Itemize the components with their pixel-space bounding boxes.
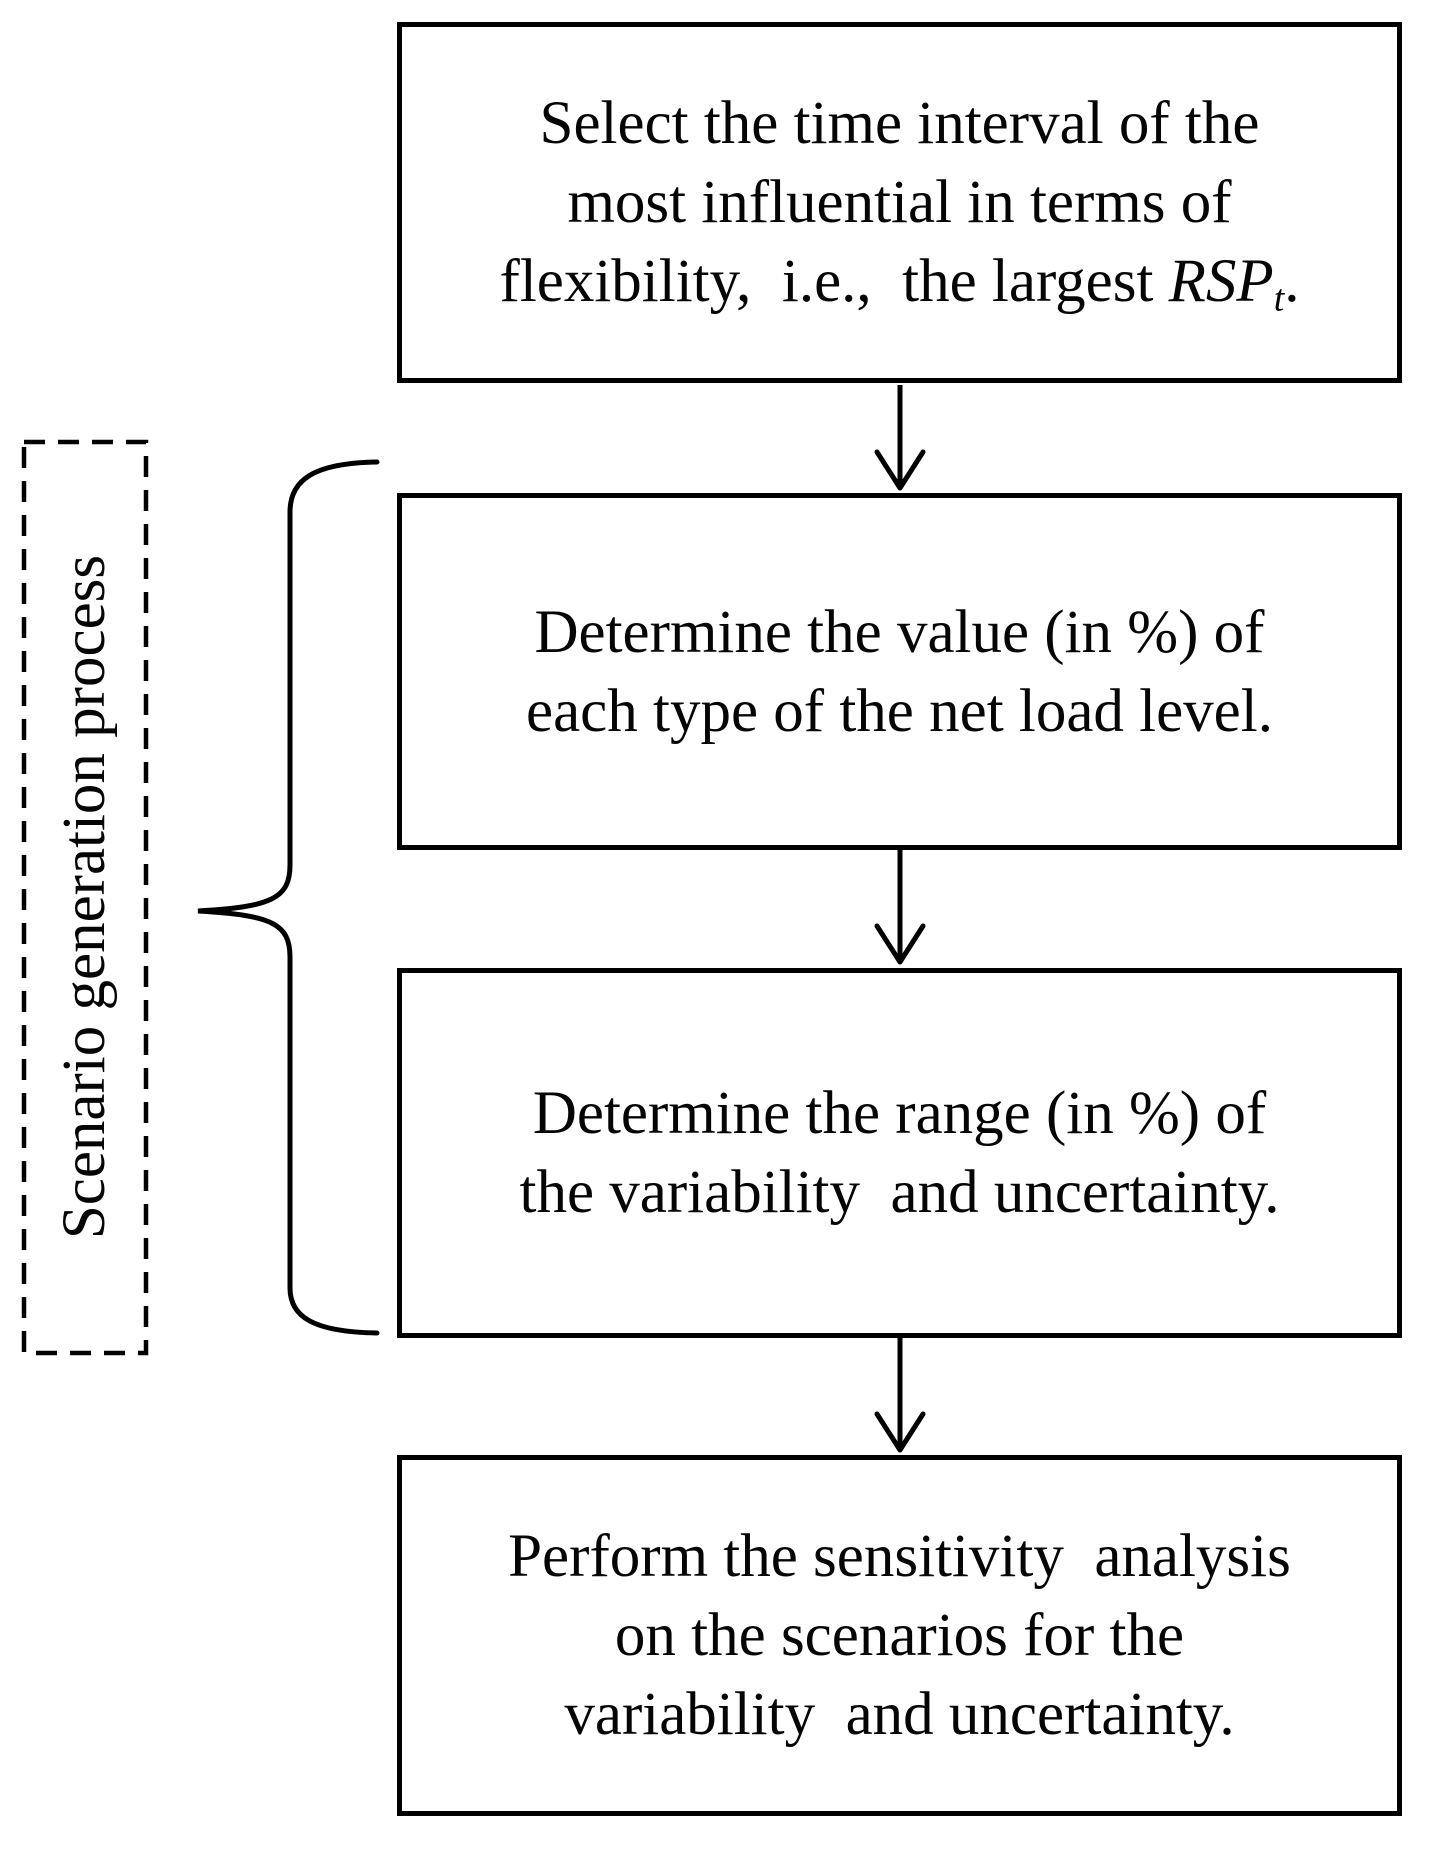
step-4-line-2: on the scenarios for the: [614, 1602, 1185, 1669]
curly-brace: [197, 459, 380, 1336]
step-box-sensitivity-analysis: Perform the sensitivity analysis on the …: [397, 1455, 1402, 1816]
step-2-line-2: each type of the net load level.: [526, 677, 1273, 745]
step-2-line-1: Determine the value (in %) of: [534, 598, 1265, 666]
down-arrow-1: [874, 385, 926, 491]
scenario-generation-process-label: Scenario generation process: [51, 554, 118, 1240]
step-1-line-1: Select the time interval of the: [539, 90, 1260, 157]
step-1-line-3-period: .: [1284, 248, 1300, 315]
step-3-line-1: Determine the range (in %) of: [532, 1080, 1267, 1147]
rsp-subscript-t: t: [1273, 277, 1285, 320]
step-1-line-2: most influential in terms of: [567, 169, 1232, 236]
down-arrow-3: [874, 1338, 926, 1453]
step-box-determine-range: Determine the range (in %) of the variab…: [397, 968, 1402, 1338]
step-1-line-3-text: flexibility, i.e., the largest: [499, 248, 1169, 315]
down-arrow-2: [874, 850, 926, 965]
step-box-determine-value: Determine the value (in %) of each type …: [397, 493, 1402, 850]
step-4-line-3: variability and uncertainty.: [564, 1681, 1235, 1748]
step-box-select-time-interval: Select the time interval of the most inf…: [397, 22, 1402, 383]
step-3-line-2: the variability and uncertainty.: [519, 1159, 1280, 1226]
step-4-line-1: Perform the sensitivity analysis: [508, 1523, 1291, 1590]
rsp-variable: RSP: [1168, 248, 1274, 315]
dashed-frame: [21, 439, 149, 1356]
step-1-line-3: flexibility, i.e., the largest RSPt.: [500, 242, 1300, 321]
